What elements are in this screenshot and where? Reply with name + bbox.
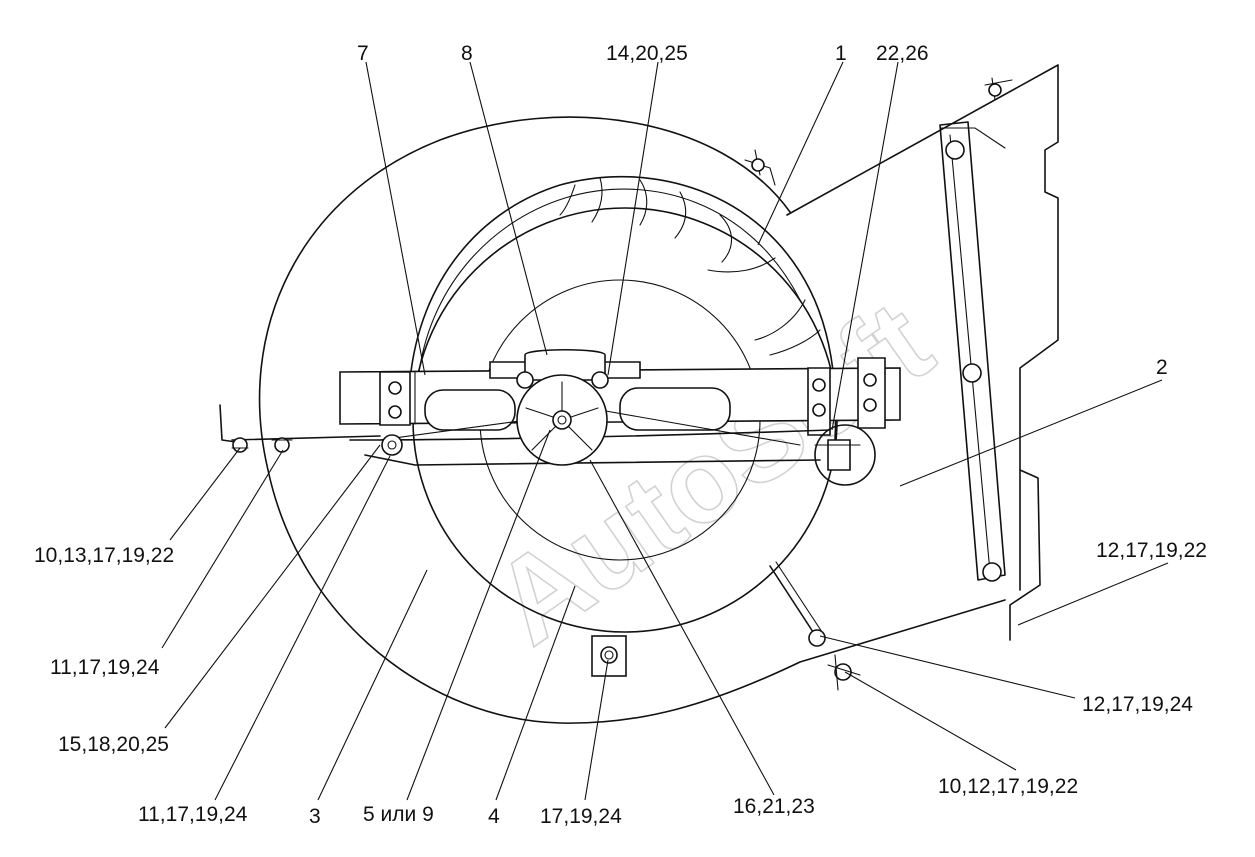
center-hub [489, 348, 641, 466]
callout-15-18-20-25: 15,18,20,25 [58, 733, 169, 756]
top-bolts [744, 77, 1013, 186]
volute-housing [258, 64, 1059, 724]
lower-right-bolts [769, 561, 861, 691]
callout-10-12-17-19-22: 10,12,17,19,22 [938, 775, 1078, 798]
callout-2: 2 [1156, 356, 1168, 379]
callout-1: 1 [835, 42, 847, 65]
impeller [409, 175, 837, 441]
side-bracket [939, 121, 1041, 641]
watermark: AutoSoft [470, 275, 955, 670]
callout-10-13-17-19-22: 10,13,17,19,22 [34, 544, 174, 567]
callout-11-17-19-24-left: 11,17,19,24 [50, 656, 160, 679]
svg-text:AutoSoft: AutoSoft [471, 276, 955, 670]
callout-12-17-19-22: 12,17,19,22 [1096, 539, 1207, 562]
callout-22-26: 22,26 [876, 42, 929, 65]
callout-16-21-23: 16,21,23 [733, 795, 815, 818]
right-bearing [814, 424, 876, 486]
callout-7: 7 [357, 42, 369, 65]
callout-4: 4 [488, 805, 500, 828]
callout-12-17-19-24: 12,17,19,24 [1082, 693, 1193, 716]
callout-5-or-9: 5 или 9 [363, 803, 434, 826]
callout-11-17-19-24-bottom: 11,17,19,24 [138, 803, 248, 826]
bottom-bolt [591, 635, 627, 677]
leader-lines [161, 61, 1169, 801]
callout-8: 8 [461, 42, 473, 65]
motor-mount [339, 357, 901, 466]
callout-17-19-24: 17,19,24 [540, 805, 622, 828]
callout-labels: 7 8 14,20,25 1 22,26 2 12,17,19,22 10,13… [34, 42, 1207, 828]
callout-3: 3 [309, 805, 321, 828]
callout-14-20-25: 14,20,25 [606, 42, 688, 65]
